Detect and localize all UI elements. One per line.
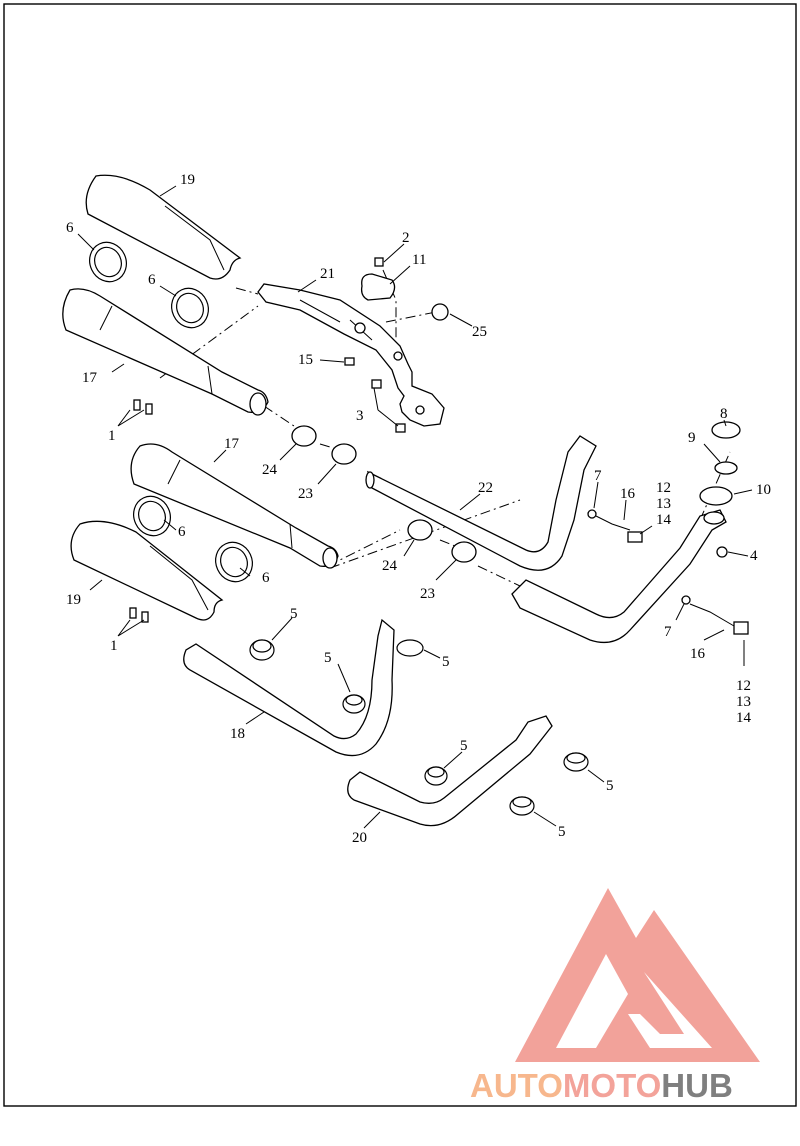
muffler-17-upper — [62, 288, 269, 416]
callout-23-b: 23 — [420, 586, 435, 602]
callout-2: 2 — [402, 230, 410, 246]
callout-12-b: 12 — [736, 678, 751, 694]
logo-cutout-left — [556, 954, 628, 1048]
callout-1-upper: 1 — [108, 428, 116, 444]
callout-7-b: 7 — [664, 624, 672, 640]
callout-7-a: 7 — [594, 468, 602, 484]
small-hardware — [129, 257, 749, 635]
watermark-text-moto: MOTO — [563, 1067, 661, 1104]
callout-6-c: 6 — [178, 524, 186, 540]
bracket-21 — [257, 283, 445, 427]
watermark-text-hub: HUB — [661, 1067, 733, 1104]
callout-5-e: 5 — [606, 778, 614, 794]
leader-lines — [77, 185, 753, 829]
head-pipe-22 — [365, 435, 597, 571]
callout-18: 18 — [230, 726, 245, 742]
callout-16-a: 16 — [620, 486, 636, 502]
callout-9: 9 — [688, 430, 696, 446]
callout-19-top: 19 — [180, 172, 195, 188]
callout-17-upper: 17 — [82, 370, 98, 386]
page-frame — [3, 3, 797, 1107]
clamp-6-b — [171, 287, 209, 329]
clamps-5 — [249, 639, 589, 816]
callout-23-a: 23 — [298, 486, 313, 502]
muffler-19-top — [85, 174, 242, 280]
callout-1-lower: 1 — [110, 638, 118, 654]
callout-14-a: 14 — [656, 512, 672, 528]
callout-17-lower: 17 — [224, 436, 240, 452]
watermark-logo: AUTO MOTO HUB — [470, 888, 760, 1104]
callout-8: 8 — [720, 406, 728, 422]
callout-21: 21 — [320, 266, 335, 282]
pipe-18 — [183, 618, 395, 757]
callout-4: 4 — [750, 548, 758, 564]
callout-6-a: 6 — [66, 220, 74, 236]
callout-6-b: 6 — [148, 272, 156, 288]
callout-16-b: 16 — [690, 646, 706, 662]
logo-triangle-shape — [515, 888, 760, 1062]
callout-22: 22 — [478, 480, 493, 496]
callout-12-a: 12 — [656, 480, 671, 496]
callout-3: 3 — [356, 408, 364, 424]
callout-11: 11 — [412, 252, 426, 268]
clamp-6-d — [215, 541, 253, 583]
callout-5-c: 5 — [442, 654, 450, 670]
callout-labels: 19 6 6 21 2 11 25 15 17 3 1 17 24 23 22 … — [66, 172, 771, 846]
callout-19-lower: 19 — [66, 592, 81, 608]
callout-15: 15 — [298, 352, 313, 368]
callout-5-d: 5 — [460, 738, 468, 754]
watermark-text-auto: AUTO — [470, 1067, 563, 1104]
pipe-20 — [347, 715, 553, 827]
callout-5-f: 5 — [558, 824, 566, 840]
head-pipe-front — [511, 509, 727, 644]
callout-5-b: 5 — [324, 650, 332, 666]
callout-10: 10 — [756, 482, 771, 498]
callout-24-a: 24 — [262, 462, 278, 478]
callout-24-b: 24 — [382, 558, 398, 574]
logo-cutout-right — [628, 972, 712, 1048]
callout-20: 20 — [352, 830, 367, 846]
muffler-17-lower — [130, 443, 339, 569]
muffler-19-lower — [70, 520, 224, 621]
clamp-6-a — [89, 241, 127, 283]
callout-25: 25 — [472, 324, 487, 340]
clamp-6-c — [133, 495, 171, 537]
callout-14-b: 14 — [736, 710, 752, 726]
callout-5-a: 5 — [290, 606, 298, 622]
callout-13-b: 13 — [736, 694, 751, 710]
callout-6-d: 6 — [262, 570, 270, 586]
callout-13-a: 13 — [656, 496, 671, 512]
